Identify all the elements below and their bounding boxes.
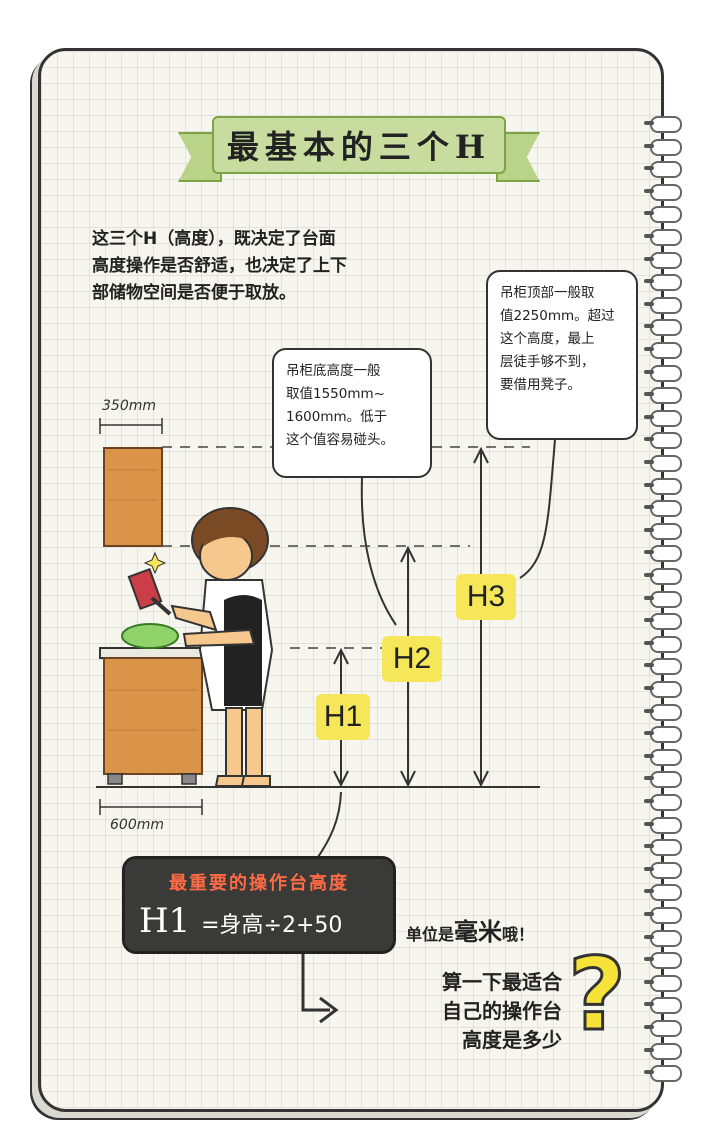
spiral-ring	[644, 816, 682, 834]
formula-h: H1	[139, 901, 191, 941]
bubble-h2: 吊柜底高度一般 取值1550mm~ 1600mm。低于 这个值容易碰头。	[272, 348, 432, 478]
spiral-ring	[644, 907, 682, 924]
spiral-ring	[644, 455, 682, 472]
spiral-ring	[644, 861, 682, 879]
spiral-ring	[644, 884, 682, 902]
spiral-ring	[644, 319, 682, 337]
spiral-ring	[644, 500, 682, 518]
spiral-ring	[644, 409, 682, 427]
spiral-ring	[644, 432, 682, 450]
spiral-ring	[644, 387, 682, 405]
h3-label: H3	[456, 574, 516, 620]
spiral-ring	[644, 748, 682, 766]
spiral-ring	[644, 477, 682, 495]
spiral-ring	[644, 1042, 682, 1060]
spiral-ring	[644, 251, 682, 269]
top-width-label: 350mm	[102, 398, 156, 414]
spiral-ring	[644, 545, 682, 563]
spiral-ring	[644, 590, 682, 608]
intro-text: 这三个H（高度），既决定了台面 高度操作是否舒适，也决定了上下 部储物空间是否便…	[92, 226, 472, 307]
spiral-ring	[644, 342, 682, 359]
spiral-ring	[644, 274, 682, 292]
spiral-ring	[644, 568, 682, 585]
bubble-h2-line: 这个值容易碰头。	[286, 432, 394, 448]
bubble-h3: 吊柜顶部一般取 值2250mm。超过 这个高度，最上 层徒手够不到， 要借用凳子…	[486, 270, 638, 440]
spiral-ring	[644, 974, 682, 992]
question-line: 自己的操作台	[442, 999, 562, 1023]
spiral-ring	[644, 952, 682, 970]
unit-note-emph: 毫米	[454, 918, 503, 946]
unit-note-prefix: 单位是	[406, 925, 455, 944]
spiral-ring	[644, 771, 682, 789]
unit-note-suffix: 哦！	[502, 925, 535, 944]
formula-rest: =身高÷2+50	[201, 913, 343, 938]
spiral-ring	[644, 138, 682, 156]
question-line: 高度是多少	[462, 1028, 562, 1052]
bottom-width-label: 600mm	[110, 817, 164, 833]
spiral-ring	[644, 681, 682, 698]
h1-label: H1	[316, 694, 370, 740]
formula: H1 =身高÷2+50	[139, 901, 342, 941]
spiral-ring	[644, 1065, 682, 1083]
intro-line: 这三个H（高度），既决定了台面	[92, 229, 336, 249]
spiral-ring	[644, 703, 682, 721]
formula-chalkboard: 最重要的操作台高度 H1 =身高÷2+50	[122, 856, 396, 954]
spiral-ring	[644, 839, 682, 857]
intro-line: 部储物空间是否便于取放。	[92, 283, 296, 303]
spiral-ring	[644, 161, 682, 179]
question-mark-icon: ?	[566, 935, 627, 1055]
spiral-ring	[644, 635, 682, 653]
spiral-ring	[644, 296, 682, 314]
spiral-ring	[644, 613, 682, 631]
question-text: 算一下最适合 自己的操作台 高度是多少	[400, 968, 562, 1055]
bubble-h3-line: 吊柜顶部一般取	[500, 285, 595, 301]
spiral-ring	[644, 364, 682, 382]
spiral-ring	[644, 116, 682, 133]
spiral-ring	[644, 658, 682, 676]
spiral-ring	[644, 206, 682, 224]
spiral-ring	[644, 522, 682, 540]
spiral-ring	[644, 229, 682, 246]
spiral-ring	[644, 929, 682, 947]
bubble-h3-line: 层徒手够不到，	[500, 354, 595, 370]
spiral-ring	[644, 183, 682, 201]
page-title: 最基本的三个H	[212, 116, 506, 174]
bubble-h2-line: 1600mm。低于	[286, 409, 388, 425]
spiral-ring	[644, 1020, 682, 1037]
question-line: 算一下最适合	[442, 970, 562, 994]
bubble-h3-line: 这个高度，最上	[500, 331, 595, 347]
spiral-ring	[644, 997, 682, 1015]
bubble-h3-line: 要借用凳子。	[500, 377, 581, 393]
h2-label: H2	[382, 636, 442, 682]
spiral-ring	[644, 726, 682, 744]
unit-note: 单位是毫米哦！	[406, 912, 534, 947]
spiral-ring	[644, 794, 682, 811]
bubble-h3-line: 值2250mm。超过	[500, 308, 615, 324]
bubble-h2-line: 取值1550mm~	[286, 386, 385, 402]
intro-line: 高度操作是否舒适，也决定了上下	[92, 256, 347, 276]
chalkboard-title: 最重要的操作台高度	[169, 873, 349, 894]
bubble-h2-line: 吊柜底高度一般	[286, 363, 381, 379]
